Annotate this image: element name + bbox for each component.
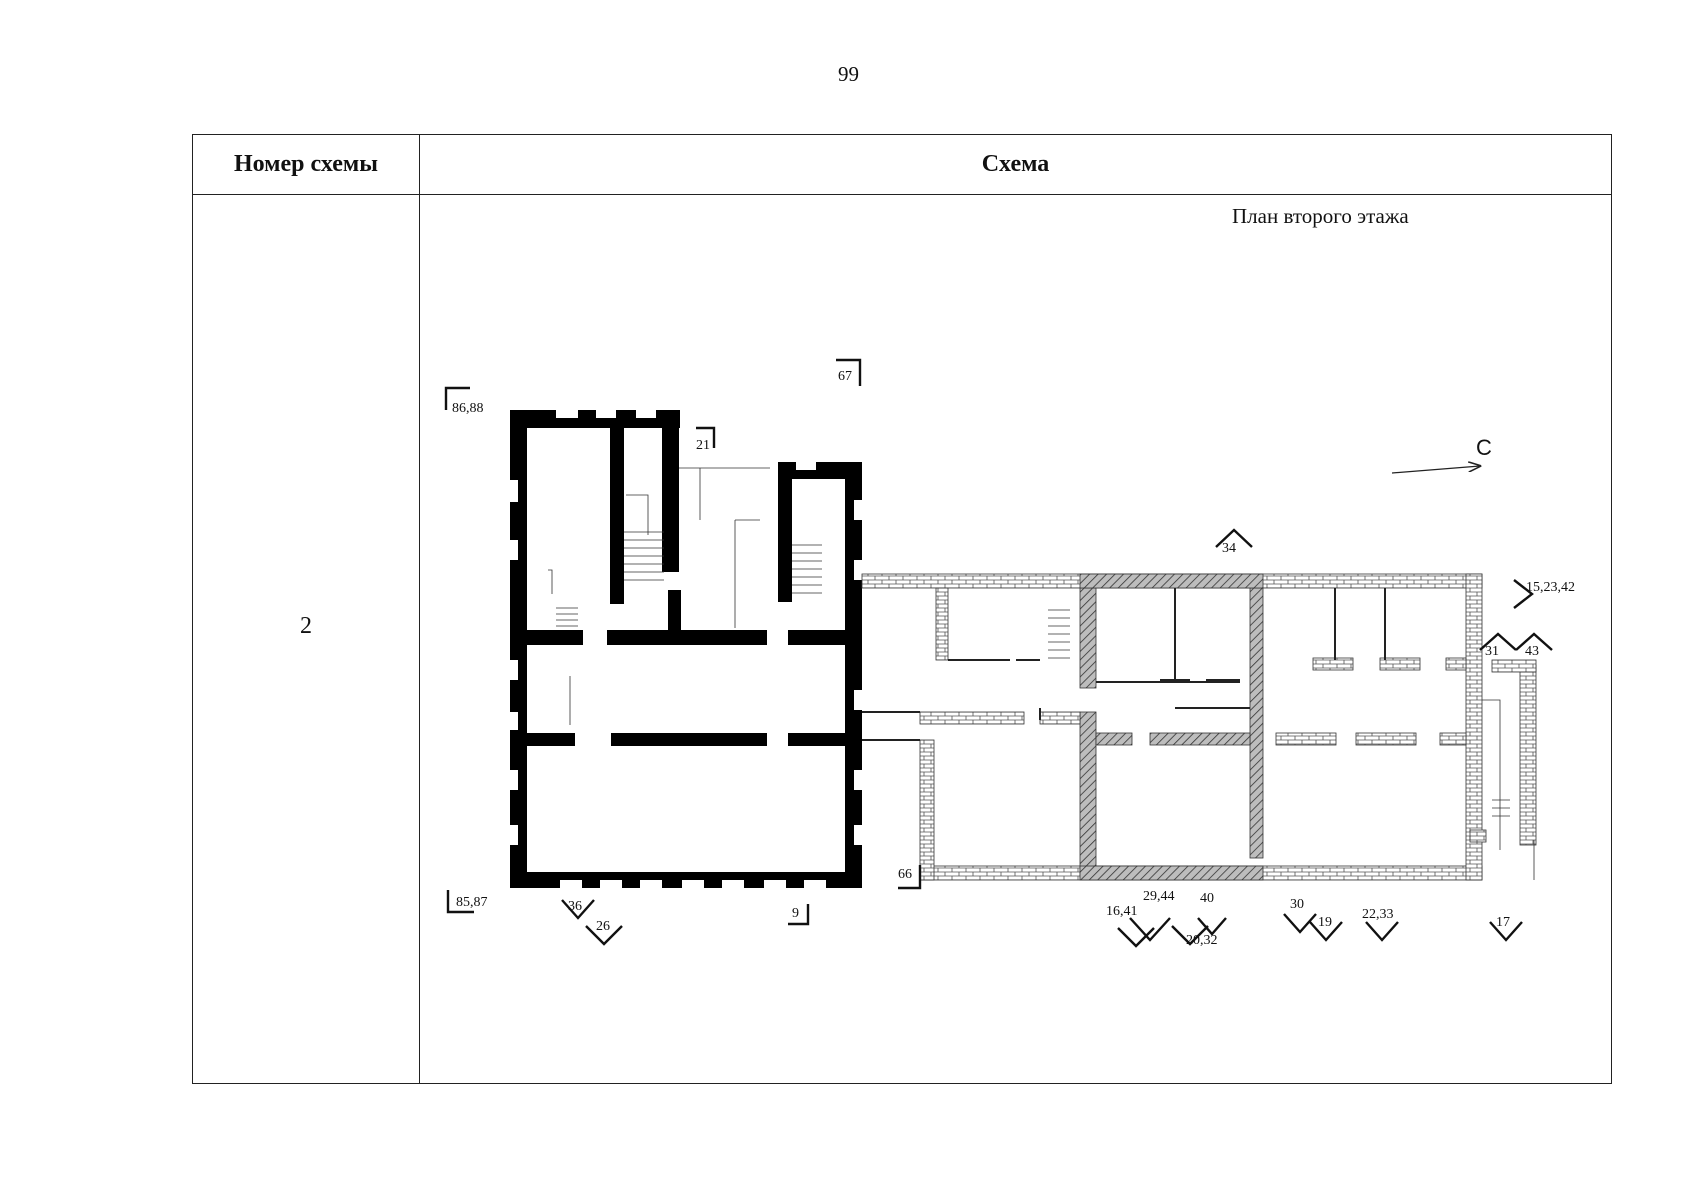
marker-label: 31 [1485,644,1499,659]
marker-label: 43 [1525,644,1539,659]
marker-label: 67 [838,369,852,384]
marker-label: 66 [898,867,912,882]
marker-label: 21 [696,438,710,453]
marker-label: 20,32 [1186,933,1218,948]
marker-label: 30 [1290,897,1304,912]
view-markers [444,358,1553,948]
right-building [861,573,1537,881]
scheme-table: Номер схемы Схема 2 [192,134,1612,1084]
left-building [510,410,862,888]
scheme-number-cell: 2 [300,613,312,639]
marker-label: 9 [792,906,799,921]
marker-label: 29,44 [1143,889,1175,904]
marker-label: 34 [1222,541,1236,556]
marker-label: 26 [596,919,610,934]
marker-label: 19 [1318,915,1332,930]
plan-title: План второго этажа [1232,204,1409,228]
north-arrow-icon [1391,466,1480,474]
marker-label: 17 [1496,915,1510,930]
table-header-divider [193,194,1611,195]
marker-label: 36 [568,899,582,914]
table-column-divider [419,135,420,1083]
marker-label: 15,23,42 [1526,580,1575,595]
marker-label: 16,41 [1106,904,1138,919]
marker-label: 40 [1200,891,1214,906]
north-label: С [1476,435,1492,460]
page-number: 99 [838,62,859,86]
marker-label: 22,33 [1362,907,1394,922]
marker-label: 86,88 [452,401,484,416]
header-scheme-number: Номер схемы [233,151,379,177]
marker-label: 85,87 [456,895,488,910]
header-scheme: Схема [981,151,1050,177]
